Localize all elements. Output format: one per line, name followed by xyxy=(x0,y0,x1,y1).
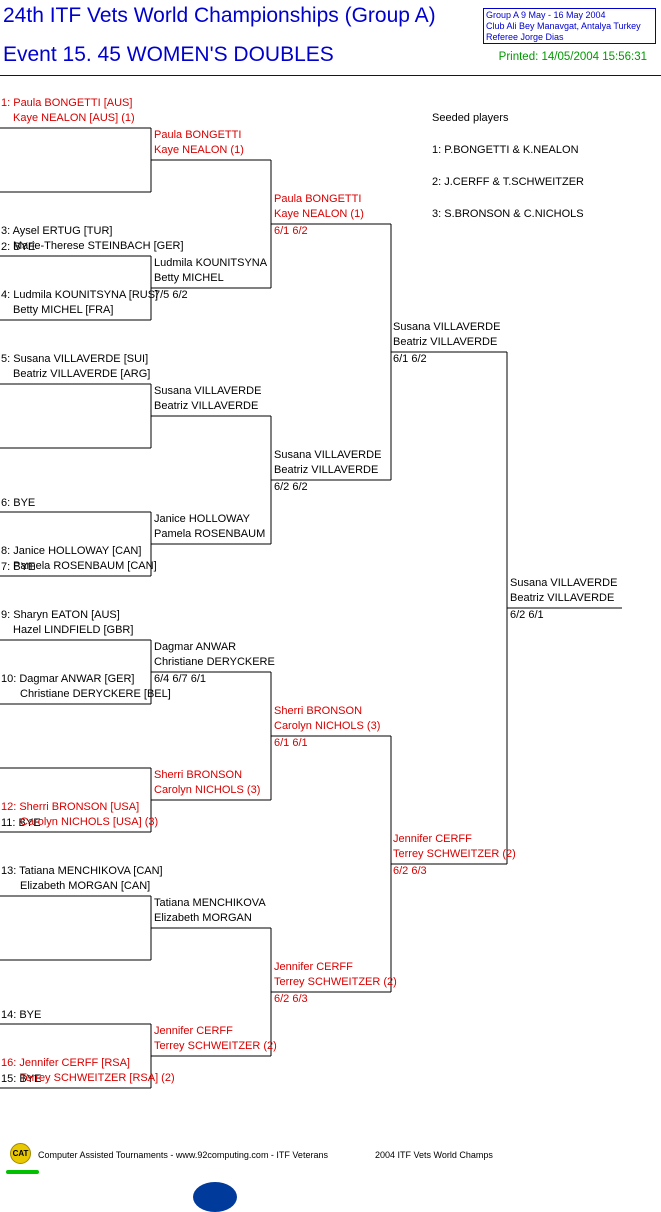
champion-entry: Susana VILLAVERDE xyxy=(510,577,618,589)
round4-entry: Terrey SCHWEITZER (2) xyxy=(393,848,516,860)
printed-timestamp: Printed: 14/05/2004 15:56:31 xyxy=(498,51,647,63)
draw-entry: Beatriz VILLAVERDE [ARG] xyxy=(13,368,151,380)
seeded-item: 1: P.BONGETTI & K.NEALON xyxy=(432,144,579,156)
draw-entry: Carolyn NICHOLS [USA] (3) xyxy=(20,816,159,828)
header-divider xyxy=(0,75,661,76)
round3-entry: Kaye NEALON (1) xyxy=(274,208,364,220)
info-venue: Club Ali Bey Manavgat, Antalya Turkey xyxy=(486,21,641,31)
draw-entry: 13: Tatiana MENCHIKOVA [CAN] xyxy=(1,865,163,877)
round4-score: 6/1 6/2 xyxy=(393,353,427,365)
round2-entry: Janice HOLLOWAY xyxy=(154,513,250,525)
draw-entry: 8: Janice HOLLOWAY [CAN] xyxy=(1,545,142,557)
draw-entry: Pamela ROSENBAUM [CAN] xyxy=(13,560,157,572)
draw-entry: 14: BYE xyxy=(1,1009,42,1021)
draw-entry: 7: BYE xyxy=(1,561,36,573)
round4-entry: Jennifer CERFF xyxy=(393,833,472,845)
draw-entry: 4: Ludmila KOUNITSYNA [RUS] xyxy=(1,289,159,301)
draw-entry: 16: Jennifer CERFF [RSA] xyxy=(1,1057,130,1069)
round3-entry: Terrey SCHWEITZER (2) xyxy=(274,976,397,988)
round4-entry: Susana VILLAVERDE xyxy=(393,321,501,333)
draw-entry: 2: BYE xyxy=(1,241,36,253)
draw-entry: 12: Sherri BRONSON [USA] xyxy=(1,801,140,813)
round2-score: 7/5 6/2 xyxy=(154,289,188,301)
draw-entry: 6: BYE xyxy=(1,497,36,509)
round2-entry: Betty MICHEL xyxy=(154,272,224,284)
draw-entry: 5: Susana VILLAVERDE [SUI] xyxy=(1,353,149,365)
champion-entry: Beatriz VILLAVERDE xyxy=(510,592,615,604)
draw-entry: 11: BYE xyxy=(1,817,41,829)
event-title: Event 15. 45 WOMEN'S DOUBLES xyxy=(3,43,334,66)
sponsor-logo-icon xyxy=(247,1186,309,1200)
draw-entry: 10: Dagmar ANWAR [GER] xyxy=(1,673,135,685)
round2-entry: Kaye NEALON (1) xyxy=(154,144,244,156)
info-referee: Referee Jorge Dias xyxy=(486,32,564,42)
footer-event: 2004 ITF Vets World Champs xyxy=(375,1150,493,1160)
round3-score: 6/1 6/2 xyxy=(274,225,308,237)
draw-entry: 1: Paula BONGETTI [AUS] xyxy=(1,97,133,109)
info-dates: Group A 9 May - 16 May 2004 xyxy=(486,10,606,20)
draw-entry: Marie-Therese STEINBACH [GER] xyxy=(13,240,184,252)
footer-text: Computer Assisted Tournaments - www.92co… xyxy=(38,1150,328,1160)
draw-entry: 15: BYE xyxy=(1,1073,42,1085)
round2-entry: Jennifer CERFF xyxy=(154,1025,233,1037)
itf-logo-icon xyxy=(193,1182,237,1212)
draw-entry: 3: Aysel ERTUG [TUR] xyxy=(1,225,113,237)
round3-score: 6/2 6/3 xyxy=(274,993,308,1005)
round3-entry: Paula BONGETTI xyxy=(274,193,362,205)
round3-entry: Susana VILLAVERDE xyxy=(274,449,382,461)
draw-entry: Christiane DERYCKERE [BEL] xyxy=(20,688,171,700)
seeded-item: 2: J.CERFF & T.SCHWEITZER xyxy=(432,176,584,188)
round2-entry: Elizabeth MORGAN xyxy=(154,912,252,924)
info-box: Group A 9 May - 16 May 2004 Club Ali Bey… xyxy=(483,8,656,44)
draw-entry: Terrey SCHWEITZER [RSA] (2) xyxy=(20,1072,175,1084)
round2-entry: Pamela ROSENBAUM xyxy=(154,528,266,540)
round3-entry: Sherri BRONSON xyxy=(274,705,363,717)
round3-entry: Carolyn NICHOLS (3) xyxy=(274,720,381,732)
round3-entry: Jennifer CERFF xyxy=(274,961,353,973)
round2-entry: Terrey SCHWEITZER (2) xyxy=(154,1040,277,1052)
round2-score: 6/4 6/7 6/1 xyxy=(154,673,206,685)
round2-entry: Beatriz VILLAVERDE xyxy=(154,400,259,412)
champion-score: 6/2 6/1 xyxy=(510,609,544,621)
round2-entry: Paula BONGETTI xyxy=(154,129,242,141)
draw-entry: Elizabeth MORGAN [CAN] xyxy=(20,880,151,892)
cat-logo-icon: CAT xyxy=(10,1143,31,1164)
seeded-title: Seeded players xyxy=(432,112,509,124)
tournament-title: 24th ITF Vets World Championships (Group… xyxy=(3,4,436,27)
round2-entry: Christiane DERYCKERE xyxy=(154,656,275,668)
round2-entry: Carolyn NICHOLS (3) xyxy=(154,784,261,796)
round2-entry: Dagmar ANWAR xyxy=(154,641,237,653)
round2-entry: Sherri BRONSON xyxy=(154,769,243,781)
round4-score: 6/2 6/3 xyxy=(393,865,427,877)
round2-entry: Ludmila KOUNITSYNA xyxy=(154,257,268,269)
draw-entry: Kaye NEALON [AUS] (1) xyxy=(13,112,135,124)
draw-entry: 9: Sharyn EATON [AUS] xyxy=(1,609,120,621)
seeded-item: 3: S.BRONSON & C.NICHOLS xyxy=(432,208,584,220)
draw-entry: Betty MICHEL [FRA] xyxy=(13,304,114,316)
logo-underline xyxy=(6,1170,39,1174)
draw-entry: Hazel LINDFIELD [GBR] xyxy=(13,624,134,636)
round3-score: 6/2 6/2 xyxy=(274,481,308,493)
round4-entry: Beatriz VILLAVERDE xyxy=(393,336,498,348)
round3-entry: Beatriz VILLAVERDE xyxy=(274,464,379,476)
round2-entry: Tatiana MENCHIKOVA xyxy=(154,897,266,909)
round2-entry: Susana VILLAVERDE xyxy=(154,385,262,397)
round3-score: 6/1 6/1 xyxy=(274,737,308,749)
